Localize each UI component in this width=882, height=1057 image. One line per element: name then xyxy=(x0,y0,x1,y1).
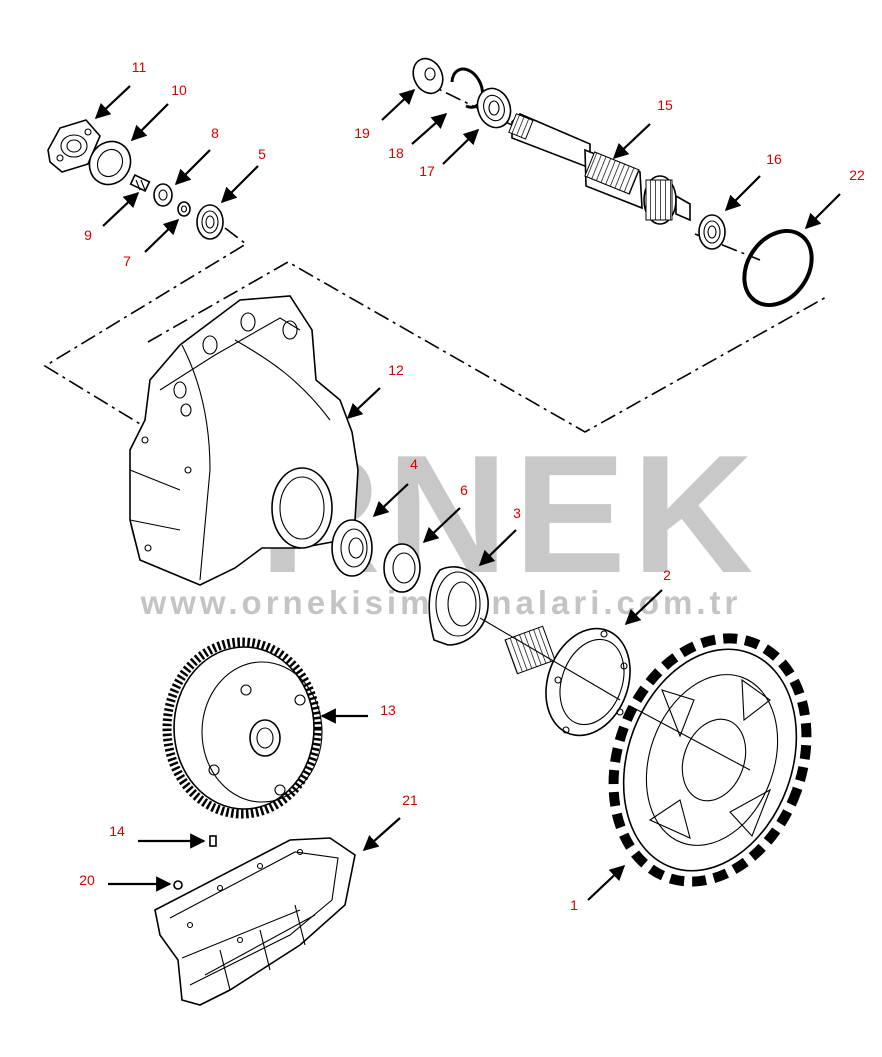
part-2-hub xyxy=(479,617,631,737)
callout-13: 13 xyxy=(380,702,396,718)
part-20-nut xyxy=(173,880,183,890)
arrow-19 xyxy=(381,88,416,121)
leader-arrows xyxy=(94,85,841,901)
part-17-bearing xyxy=(476,87,512,129)
part-8-bushing xyxy=(153,183,173,207)
part-11-flange-cover xyxy=(47,119,101,173)
callout-19: 19 xyxy=(354,125,370,141)
callout-5: 5 xyxy=(258,146,266,162)
callout-14: 14 xyxy=(109,823,125,839)
part-12-housing xyxy=(129,295,359,586)
callout-10: 10 xyxy=(171,82,187,98)
arrow-9 xyxy=(102,191,140,227)
part-10-gasket xyxy=(88,140,132,186)
callout-1: 1 xyxy=(570,897,578,913)
part-6-bearing xyxy=(383,543,421,593)
part-4-seal xyxy=(331,519,373,577)
part-15-pinion-shaft xyxy=(508,113,691,225)
arrow-8 xyxy=(174,149,211,186)
part-5-bearing xyxy=(196,204,224,240)
arrow-4 xyxy=(372,483,409,518)
arrow-21 xyxy=(362,817,401,852)
part-22-o-ring xyxy=(742,228,814,308)
arrow-2 xyxy=(624,589,663,626)
part-13-gear xyxy=(162,637,323,819)
callout-18: 18 xyxy=(388,145,404,161)
arrow-5 xyxy=(220,165,259,204)
arrow-3 xyxy=(478,529,517,567)
part-3-bearing-cup xyxy=(428,566,489,646)
arrow-22 xyxy=(804,193,841,230)
arrow-6 xyxy=(422,507,461,544)
part-1-sprocket xyxy=(608,633,812,887)
part-18-snap-ring xyxy=(450,67,484,109)
part-7-washer xyxy=(177,201,191,217)
arrow-12 xyxy=(346,387,381,420)
arrow-15 xyxy=(612,123,651,160)
callout-22: 22 xyxy=(849,167,865,183)
arrow-18 xyxy=(411,112,448,145)
callout-16: 16 xyxy=(766,151,782,167)
callout-11: 11 xyxy=(132,59,147,75)
callout-7: 7 xyxy=(123,253,131,269)
callout-15: 15 xyxy=(657,97,673,113)
callout-3: 3 xyxy=(513,505,521,521)
arrow-7 xyxy=(144,218,180,253)
callout-4: 4 xyxy=(410,456,418,472)
arrow-10 xyxy=(130,103,169,142)
arrow-11 xyxy=(94,85,131,120)
part-21-cover xyxy=(154,837,356,1006)
part-19-washer xyxy=(412,57,444,95)
callout-8: 8 xyxy=(211,125,219,141)
callout-17: 17 xyxy=(419,163,435,179)
callout-21: 21 xyxy=(402,792,418,808)
callout-2: 2 xyxy=(663,567,671,583)
arrow-16 xyxy=(724,175,761,212)
callout-6: 6 xyxy=(460,482,468,498)
callout-20: 20 xyxy=(79,872,95,888)
part-14-pin xyxy=(209,835,217,847)
arrow-17 xyxy=(442,128,480,165)
arrow-1 xyxy=(587,864,626,901)
callout-12: 12 xyxy=(388,362,404,378)
callout-9: 9 xyxy=(84,227,92,243)
part-16-bearing xyxy=(698,214,726,250)
callout-labels: 11 10 8 5 9 7 19 18 17 15 16 22 12 4 6 3… xyxy=(79,59,865,913)
part-9-bolt xyxy=(129,174,151,192)
